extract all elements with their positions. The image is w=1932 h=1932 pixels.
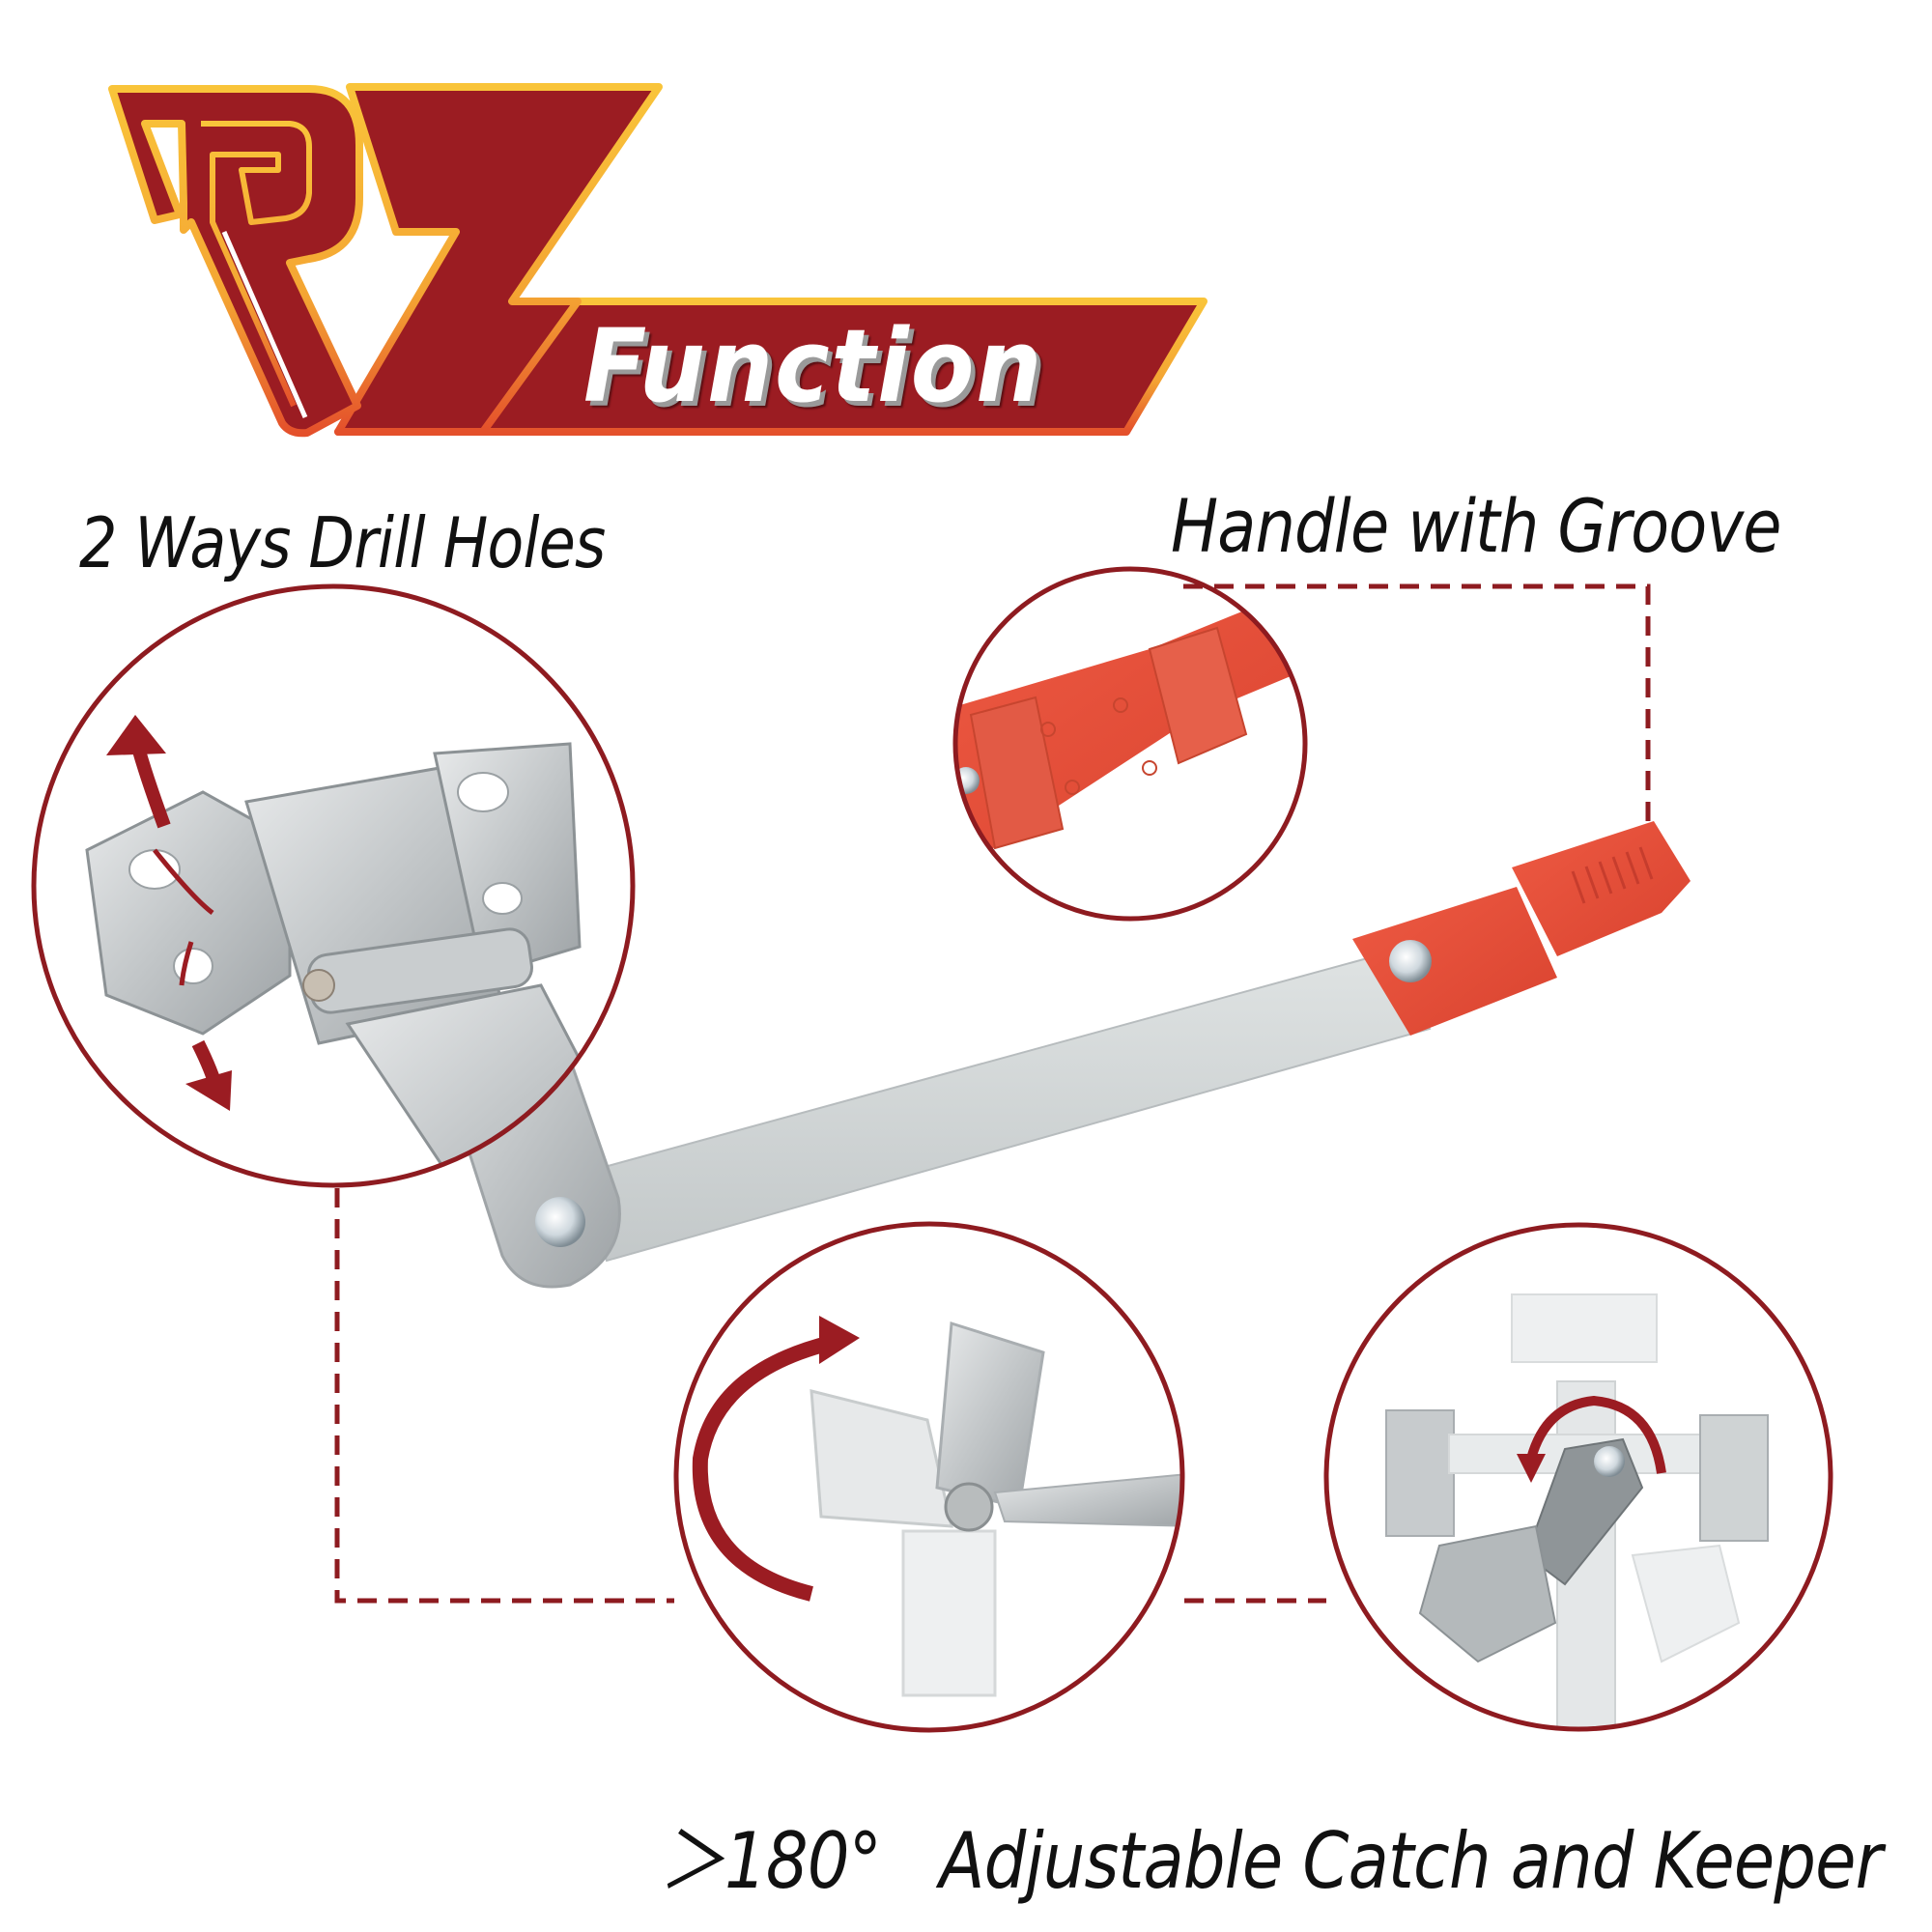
logo-letter-z xyxy=(334,83,663,436)
callout-ring xyxy=(31,583,636,1188)
label-adjustable: Adjustable Catch and Keeper xyxy=(939,1816,1883,1906)
label-rotation: ＞180° xyxy=(659,1816,882,1906)
callout-adjustable xyxy=(1323,1222,1833,1732)
callout-ring xyxy=(952,566,1308,922)
callout-ring xyxy=(1323,1222,1833,1732)
label-drill-holes: 2 Ways Drill Holes xyxy=(79,502,606,583)
brand-logo xyxy=(108,83,1208,438)
red-handle xyxy=(1352,821,1690,1036)
connector-handle xyxy=(1183,583,1651,822)
dashed-connectors xyxy=(334,583,1651,1604)
logo-letter-r-inner xyxy=(201,121,312,408)
logo-banner-text: Function xyxy=(583,307,1044,425)
callout-ring xyxy=(673,1221,1185,1733)
latch-bar xyxy=(578,947,1432,1263)
callout-handle-groove xyxy=(952,566,1308,922)
callout-rotation xyxy=(673,1221,1185,1733)
connector-left xyxy=(334,1188,674,1604)
label-handle-groove: Handle with Groove xyxy=(1171,483,1781,569)
callout-drill-holes xyxy=(31,583,636,1188)
label-bottom-row: ＞180° Adjustable Catch and Keeper xyxy=(659,1799,1883,1911)
